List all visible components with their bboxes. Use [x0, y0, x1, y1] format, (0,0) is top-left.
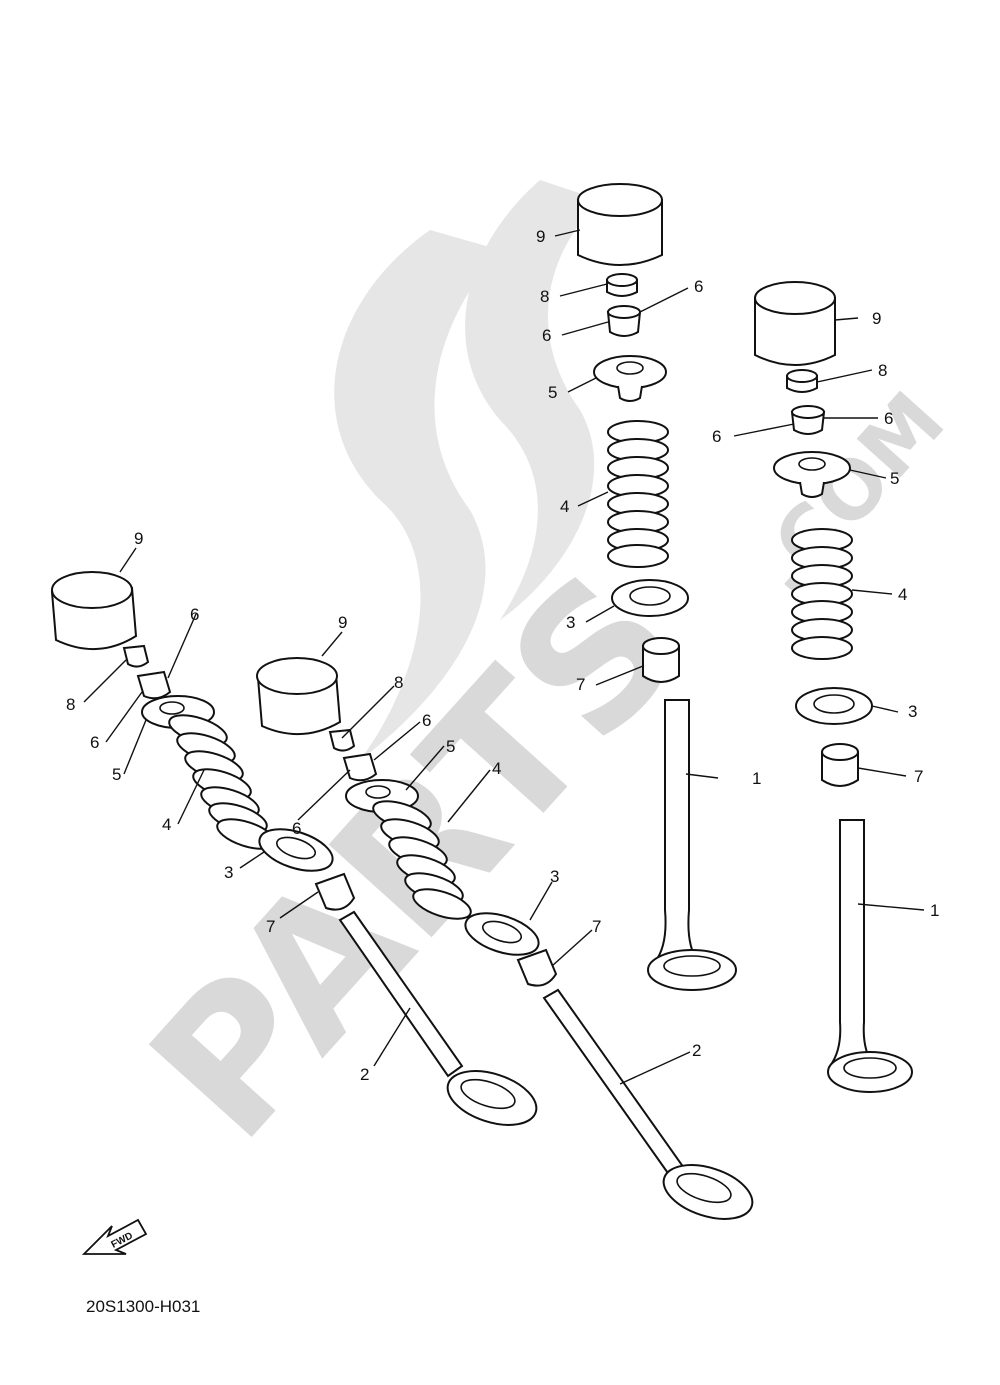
spring-retainer-a-base	[617, 385, 643, 402]
valve-lifter-b	[754, 297, 836, 366]
stem-seal-a	[642, 645, 680, 683]
fwd-arrow-icon	[81, 1218, 148, 1255]
valve-assembly-a	[577, 183, 737, 991]
spring-retainer-b-hole	[798, 457, 826, 471]
callout-4-a: 4	[560, 497, 569, 516]
callout-6-a2: 6	[542, 326, 551, 345]
callout-6-c2: 6	[90, 733, 99, 752]
leader-lines	[83, 229, 925, 1085]
callout-5-c: 5	[112, 765, 121, 784]
callout-5-d: 5	[446, 737, 455, 756]
callout-3-d: 3	[550, 867, 559, 886]
callout-8-d: 8	[394, 673, 403, 692]
spring-retainer-a-hole	[616, 361, 644, 375]
callout-9-a: 9	[536, 227, 545, 246]
callout-5-b: 5	[890, 469, 899, 488]
callout-9-c: 9	[134, 529, 143, 548]
callout-8-b: 8	[878, 361, 887, 380]
adjusting-pad-a-top	[606, 273, 638, 287]
adjusting-pad-c	[122, 644, 150, 668]
callout-9-b: 9	[872, 309, 881, 328]
callout-4-b: 4	[898, 585, 907, 604]
callout-1-b: 1	[930, 901, 939, 920]
valve-lifter-a-top	[577, 183, 663, 217]
valve-assembly-d	[256, 657, 754, 1220]
stem-seal-b	[821, 751, 859, 787]
callout-8-a: 8	[540, 287, 549, 306]
valve-assembly-b	[754, 281, 913, 1093]
valve-lifter-c-top	[51, 571, 133, 609]
callout-6-b2: 6	[712, 427, 721, 446]
valve-a-face	[663, 955, 721, 977]
valve-lifter-a	[577, 199, 663, 266]
callout-7-c: 7	[266, 917, 275, 936]
spring-seat-a-hole	[629, 586, 671, 606]
valve-cotter-c	[136, 670, 172, 700]
fwd-arrow: FWD	[81, 1218, 148, 1255]
callout-6-a1: 6	[694, 277, 703, 296]
valve-c	[338, 910, 464, 1078]
valve-d-face	[676, 1172, 732, 1204]
valve-spring-a	[607, 420, 669, 568]
callout-7-b: 7	[914, 767, 923, 786]
callout-6-d1: 6	[422, 711, 431, 730]
drawing-code: 20S1300-H031	[86, 1297, 200, 1316]
callout-5-a: 5	[548, 383, 557, 402]
stem-seal-a-top	[642, 637, 680, 655]
valve-lifter-d-top	[256, 657, 338, 695]
spring-seat-d-hole	[481, 920, 523, 944]
callout-7-a: 7	[576, 675, 585, 694]
spring-seat-a	[611, 579, 689, 617]
spring-seat-b	[795, 687, 873, 725]
callouts: 1 1 2 2 3 3 3 3 4 4 4 4 5 5 5 5 6 6 6 6 …	[66, 227, 939, 1084]
adjusting-pad-b-top	[786, 369, 818, 383]
watermark-swoosh-icon-2	[465, 180, 600, 620]
callout-9-d: 9	[338, 613, 347, 632]
valve-d-head	[662, 1164, 754, 1220]
callout-3-a: 3	[566, 613, 575, 632]
valve-d	[542, 988, 686, 1178]
valve-lifter-b-top	[754, 281, 836, 315]
callout-7-d: 7	[592, 917, 601, 936]
callout-6-d2: 6	[292, 819, 301, 838]
callout-6-b1: 6	[884, 409, 893, 428]
callout-2-c: 2	[360, 1065, 369, 1084]
callout-8-c: 8	[66, 695, 75, 714]
valve-spring-b	[791, 528, 853, 660]
callout-3-c: 3	[224, 863, 233, 882]
adjusting-pad-d	[328, 728, 356, 752]
callout-3-b: 3	[908, 702, 917, 721]
stem-seal-b-top	[821, 743, 859, 761]
valve-cotter-d	[342, 752, 378, 782]
callout-4-c: 4	[162, 815, 171, 834]
spring-seat-c-hole	[275, 836, 317, 860]
valve-b	[828, 819, 876, 1067]
valve-cotter-b-top	[791, 405, 825, 419]
callout-1-a: 1	[752, 769, 761, 788]
valve-spring-c	[168, 714, 276, 850]
spring-seat-b-hole	[813, 694, 855, 714]
callout-2-d: 2	[692, 1041, 701, 1060]
valve-c-head	[446, 1070, 538, 1126]
valve-b-face	[843, 1057, 897, 1079]
spring-retainer-a	[593, 355, 667, 389]
stem-seal-c	[314, 872, 356, 911]
valve-cotter-a-top	[607, 305, 641, 319]
spring-retainer-b	[773, 451, 851, 485]
spring-retainer-c-hole	[159, 701, 185, 715]
watermark-swoosh-icon	[334, 230, 500, 760]
spring-retainer-b-base	[799, 481, 825, 498]
stem-seal-d	[516, 948, 558, 987]
valve-spring-d	[372, 800, 472, 920]
callout-4-d: 4	[492, 759, 501, 778]
valve-assembly-c	[50, 571, 538, 1126]
valve-c-face	[460, 1078, 516, 1110]
callout-6-c1: 6	[190, 605, 199, 624]
spring-retainer-d-hole	[365, 785, 391, 799]
